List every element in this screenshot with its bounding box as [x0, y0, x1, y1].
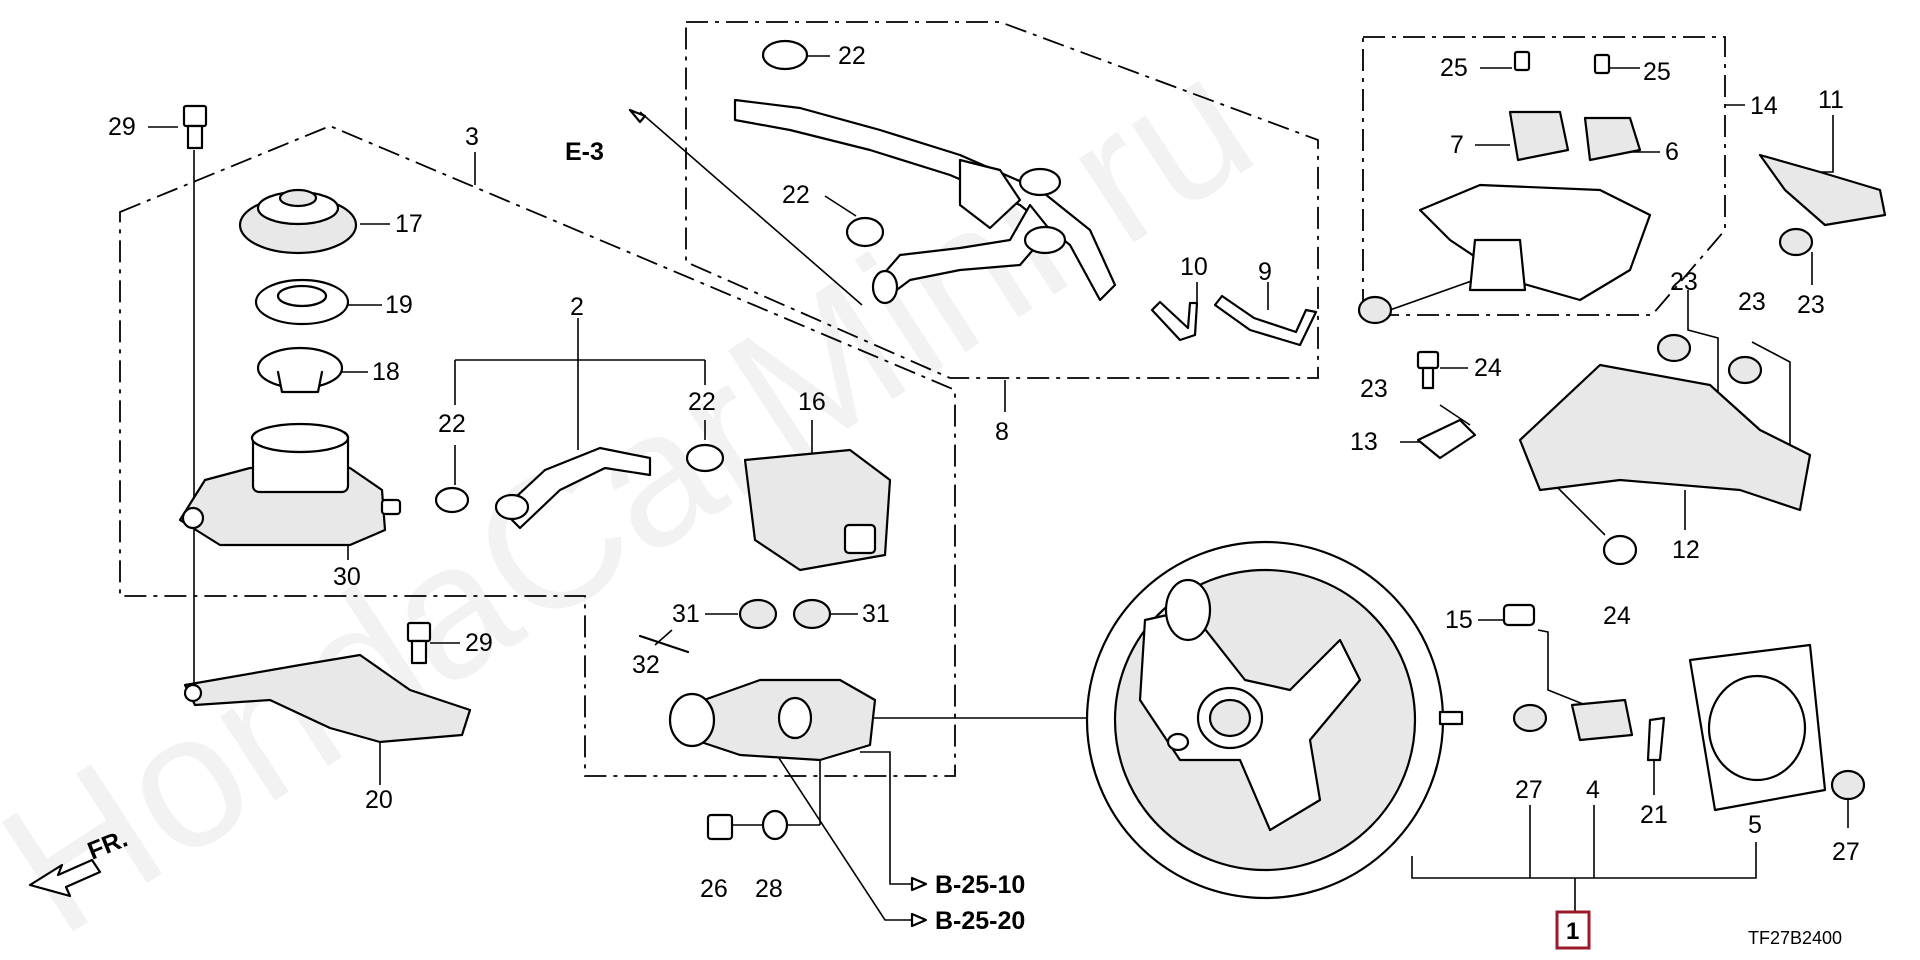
- brake-booster: [1085, 540, 1464, 900]
- callout-27: 27: [1515, 776, 1543, 804]
- callout-4: 4: [1586, 776, 1600, 804]
- callout-23: 23: [1670, 268, 1698, 296]
- callout-18: 18: [372, 358, 400, 386]
- callout-27: 27: [1832, 838, 1860, 866]
- callout-2: 2: [570, 293, 584, 321]
- sensor-bracket-assembly: [1418, 50, 1652, 302]
- callout-17: 17: [395, 210, 423, 238]
- callout-22: 22: [782, 181, 810, 209]
- group-14-boundary: [1362, 36, 1726, 316]
- right-side-parts: [1357, 153, 1887, 812]
- callout-30: 30: [333, 563, 361, 591]
- group-boundaries: [119, 21, 1726, 777]
- callout-32: 32: [632, 651, 660, 679]
- callout-12: 12: [1672, 536, 1700, 564]
- callout-24: 24: [1474, 354, 1502, 382]
- watermark-text: HondaCarMini.ru: [0, 14, 1287, 960]
- hose-2-assembly: [434, 443, 725, 530]
- group-3-boundary: [119, 125, 956, 777]
- reference-e3: E-3: [565, 138, 604, 166]
- callout-29: 29: [465, 629, 493, 657]
- callout-7: 7: [1450, 131, 1464, 159]
- reference-b2520-arrow-icon: [910, 912, 928, 928]
- callout-3: 3: [465, 123, 479, 151]
- reference-labels: E-3 B-25-10 B-25-20: [565, 108, 1025, 935]
- callout-31: 31: [862, 600, 890, 628]
- callout-23: 23: [1738, 288, 1766, 316]
- reference-b2510-arrow-icon: [910, 876, 928, 892]
- callout-28: 28: [755, 875, 783, 903]
- callout-10: 10: [1180, 253, 1208, 281]
- callout-9: 9: [1258, 258, 1272, 286]
- master-cylinder-group: [183, 448, 892, 841]
- callout-24: 24: [1603, 602, 1631, 630]
- callout-15: 15: [1445, 606, 1473, 634]
- callout-21: 21: [1640, 801, 1668, 829]
- reference-b2510: B-25-10: [935, 871, 1025, 899]
- callout-29: 29: [108, 113, 136, 141]
- callout-14: 14: [1750, 92, 1778, 120]
- leader-lines: [148, 55, 1849, 921]
- callout-5: 5: [1748, 811, 1762, 839]
- callout-25: 25: [1643, 58, 1671, 86]
- callout-22: 22: [838, 42, 866, 70]
- callout-23: 23: [1797, 291, 1825, 319]
- callout-23: 23: [1360, 375, 1388, 403]
- callout-11: 11: [1818, 86, 1844, 114]
- callout-22: 22: [438, 410, 466, 438]
- assembly-number-box: 1: [1555, 910, 1591, 950]
- callout-31: 31: [672, 600, 700, 628]
- callout-25: 25: [1440, 54, 1468, 82]
- callout-22: 22: [688, 388, 716, 416]
- assembly-number: 1: [1566, 918, 1579, 945]
- reservoir-assembly: [178, 104, 402, 547]
- callout-19: 19: [385, 291, 413, 319]
- callout-16: 16: [798, 388, 826, 416]
- reference-b2520: B-25-20: [935, 907, 1025, 935]
- callout-20: 20: [365, 786, 393, 814]
- front-arrow-icon: [28, 858, 102, 898]
- callout-numbers: 29 3 17 19 18 30 2 22 22 16 31 31 32 29 …: [108, 42, 1860, 903]
- assembly-box-frame: [1555, 910, 1591, 950]
- callout-26: 26: [700, 875, 728, 903]
- callout-13: 13: [1350, 428, 1378, 456]
- callout-8: 8: [995, 418, 1009, 446]
- diagram-code: TF27B2400: [1748, 928, 1842, 948]
- group-8-boundary: [685, 21, 1319, 379]
- hoses-group-8: [733, 39, 1318, 347]
- callout-6: 6: [1665, 138, 1679, 166]
- reference-e3-arrow-icon: [628, 108, 647, 124]
